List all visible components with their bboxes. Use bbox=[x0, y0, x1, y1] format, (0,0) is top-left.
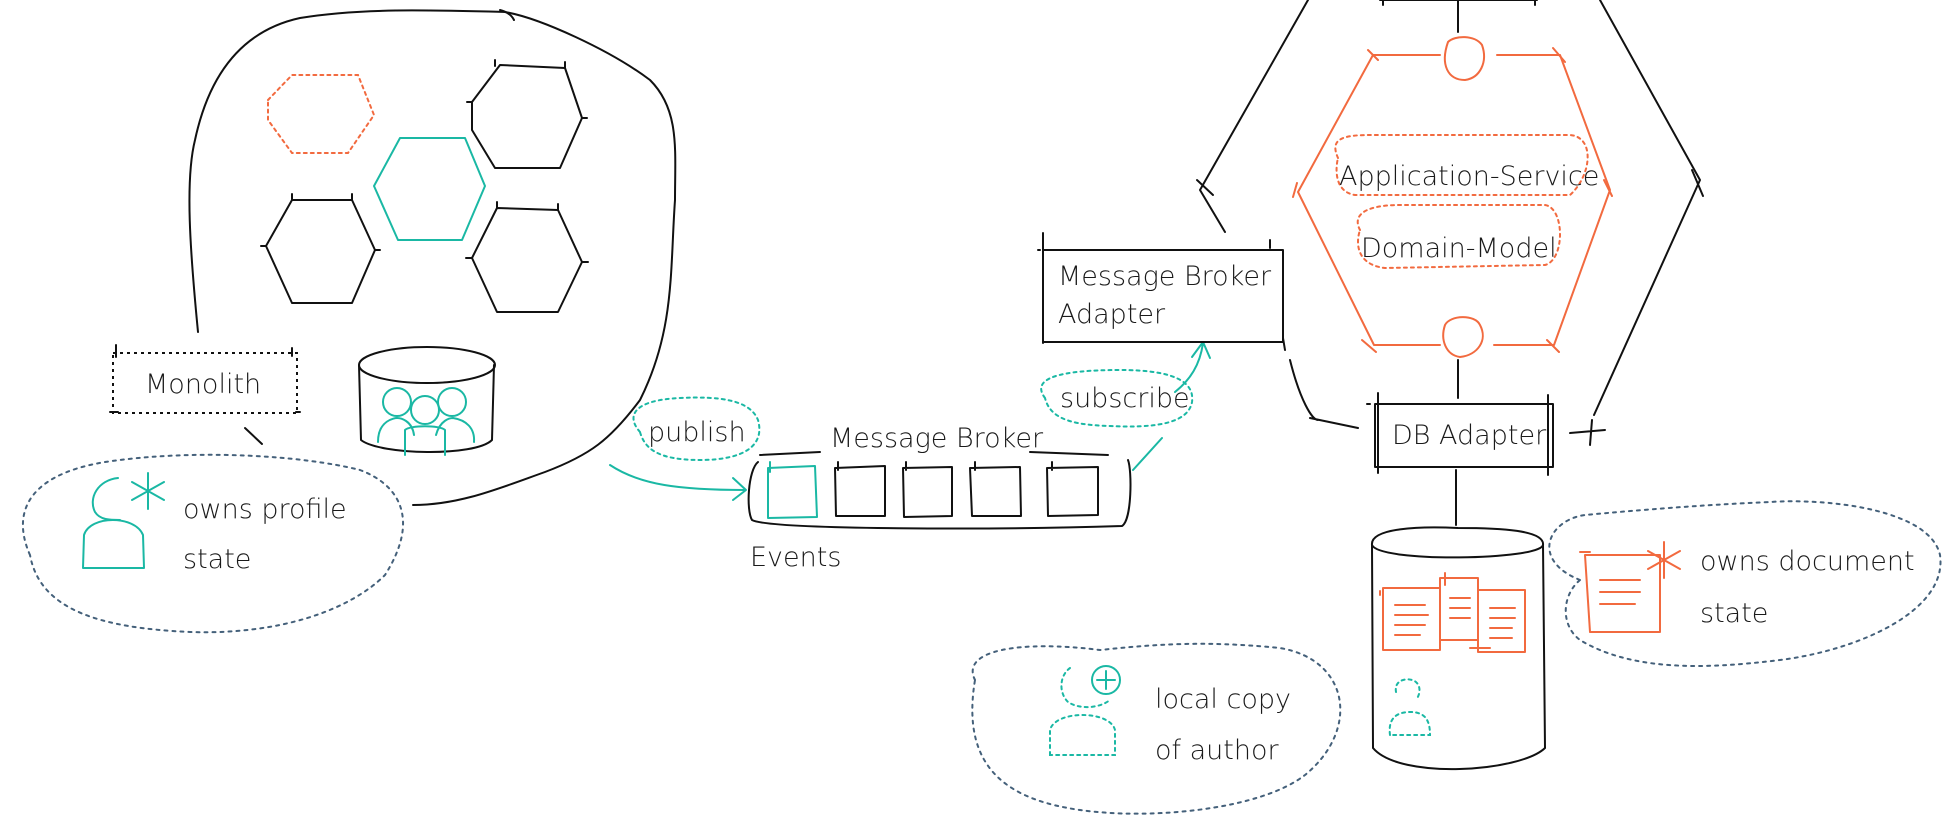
monolith-boundary bbox=[188, 9, 677, 506]
db-adapter-label: DB Adapter bbox=[1392, 420, 1547, 451]
document-icon bbox=[1379, 587, 1441, 651]
hexagon-icon bbox=[471, 207, 583, 313]
hexagon-icon bbox=[471, 64, 583, 169]
message-broker-adapter: Message Broker Adapter bbox=[1037, 232, 1286, 351]
domain-model-box: Domain-Model bbox=[1356, 204, 1561, 270]
local-copy-bubble: local copy of author bbox=[971, 642, 1342, 815]
plus-icon bbox=[1091, 665, 1121, 695]
application-service-box: Application-Service bbox=[1334, 134, 1599, 196]
domain-model-label: Domain-Model bbox=[1361, 233, 1557, 264]
owns-profile-line1: owns profile bbox=[183, 494, 347, 525]
document-icon bbox=[1469, 589, 1526, 653]
monolith-label-box: Monolith bbox=[109, 344, 301, 414]
events-label: Events bbox=[750, 542, 841, 573]
publish-bubble: publish bbox=[632, 396, 761, 462]
event-square-icon bbox=[902, 461, 953, 518]
user-group-icon bbox=[377, 387, 476, 456]
subscribe-label: subscribe bbox=[1060, 383, 1190, 414]
user-icon bbox=[1049, 667, 1116, 756]
service-boundary-right bbox=[1593, 0, 1704, 416]
service-boundary-left bbox=[1196, 0, 1309, 233]
subscribe-arrow bbox=[1132, 342, 1204, 471]
owns-document-line2: state bbox=[1700, 598, 1768, 629]
subscribe-bubble: subscribe bbox=[1040, 368, 1194, 428]
hexagon-icon bbox=[373, 137, 486, 241]
document-icon bbox=[1579, 551, 1661, 633]
hexagon-icon bbox=[265, 199, 376, 304]
event-square-icon bbox=[834, 461, 886, 517]
local-copy-line1: local copy bbox=[1155, 684, 1291, 715]
message-broker-label: Message Broker bbox=[830, 423, 1044, 454]
database-icon bbox=[1371, 526, 1546, 771]
owns-profile-bubble: owns profile state bbox=[21, 453, 404, 634]
monolith-label: Monolith bbox=[145, 369, 261, 400]
event-square-icon bbox=[1046, 461, 1099, 517]
publish-arrow bbox=[609, 464, 746, 491]
owns-document-bubble: owns document state bbox=[1548, 500, 1942, 667]
db-adapter: DB Adapter bbox=[1366, 392, 1554, 476]
database-icon bbox=[358, 346, 496, 456]
domain-hexagon bbox=[1297, 54, 1611, 346]
publish-label: publish bbox=[648, 417, 746, 448]
user-icon bbox=[1388, 678, 1432, 736]
asterisk-icon bbox=[1647, 541, 1681, 579]
owns-document-line1: owns document bbox=[1700, 546, 1915, 577]
message-broker-queue bbox=[747, 459, 1132, 530]
asterisk-icon bbox=[131, 472, 165, 510]
message-broker-adapter-line1: Message Broker bbox=[1058, 261, 1272, 292]
owns-profile-line2: state bbox=[183, 544, 251, 575]
document-icon bbox=[1439, 572, 1479, 641]
event-square-icon bbox=[969, 461, 1022, 517]
event-square-icon bbox=[767, 461, 818, 519]
user-icon bbox=[82, 477, 145, 569]
local-copy-line2: of author bbox=[1155, 735, 1279, 766]
message-broker-adapter-line2: Adapter bbox=[1058, 299, 1166, 330]
application-service-label: Application-Service bbox=[1339, 161, 1599, 192]
hexagon-icon bbox=[267, 74, 376, 154]
